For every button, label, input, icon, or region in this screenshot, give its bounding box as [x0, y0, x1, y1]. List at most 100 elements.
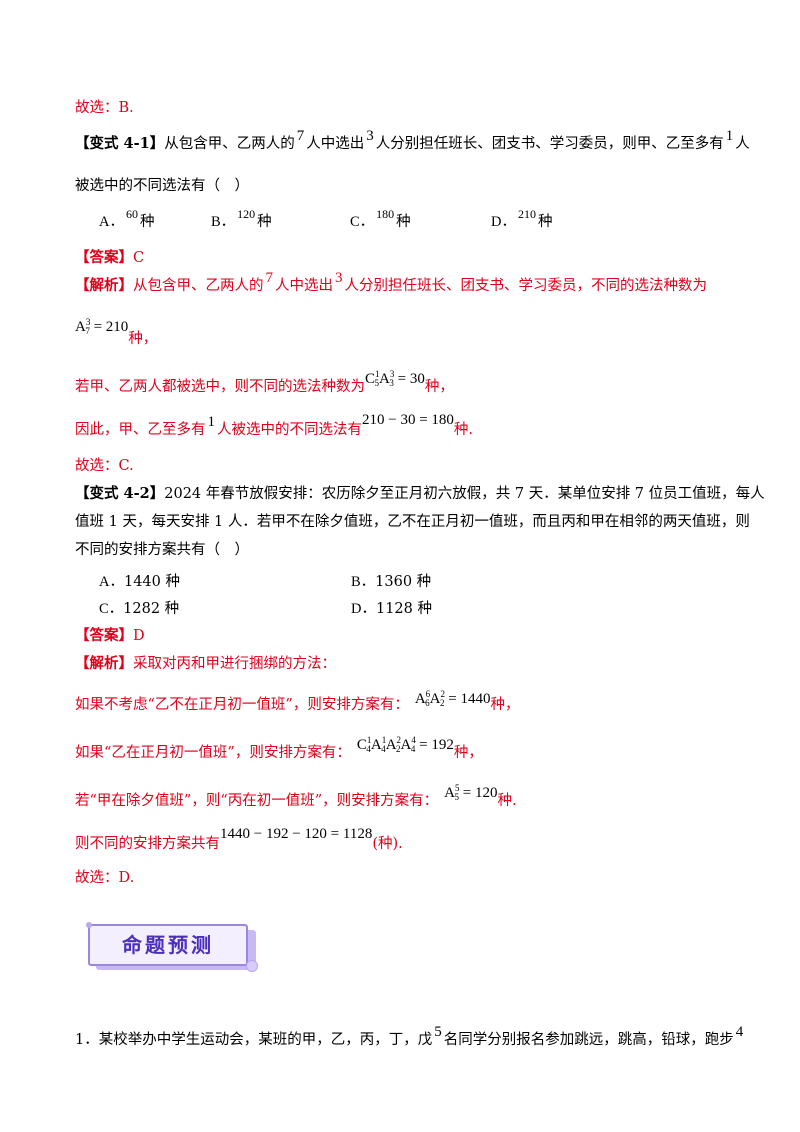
formula-unit: 种， [490, 697, 520, 713]
option-letter: D． [351, 601, 376, 617]
v42-question-line3: 不同的安排方案共有（ ） [75, 542, 249, 558]
formula-unit: 种， [453, 745, 483, 761]
option-value: 210 [517, 207, 536, 221]
analysis-text: 若“甲在除夕值班”，则“丙在初一值班”，则安排方案有： [75, 793, 439, 809]
option-value: 180 [376, 207, 395, 221]
formula-value: 210 − 30 = 180 [362, 412, 454, 428]
v42-option-d: D．1128 种 [351, 597, 432, 618]
prev-conclusion: 故选：B. [75, 100, 134, 116]
analysis-text-b: 人中选出 [275, 278, 333, 294]
v41-question-line2: 被选中的不同选法有（ ） [75, 178, 249, 194]
q1-num-4: 4 [735, 1024, 744, 1040]
v42-answer: 【答案】D [75, 626, 145, 646]
section-title: 命题预测 [88, 924, 248, 966]
v41-num-7: 7 [296, 128, 305, 144]
formula-value: = 30 [397, 371, 425, 387]
analysis-num-3: 3 [335, 270, 343, 286]
v42-option-c: C．1282 种 [99, 597, 179, 618]
option-unit: 种 [139, 214, 155, 230]
analysis-num-1: 1 [207, 414, 216, 430]
v41-q-text-d: 人 [735, 136, 750, 152]
answer-tag: 【答案】 [75, 249, 133, 266]
v42-option-b: B．1360 种 [351, 570, 431, 591]
v41-num-1: 1 [725, 128, 734, 144]
option-letter: B． [211, 214, 236, 230]
option-text: 1282 种 [123, 601, 180, 617]
option-value: 60 [125, 207, 138, 221]
formula-value: = 120 [462, 785, 498, 801]
v42-conclusion: 故选：D. [75, 870, 135, 886]
formula-a73: A37 = 210 [75, 317, 129, 336]
v42-analysis-line1: 【解析】采取对丙和甲进行捆绑的方法： [75, 654, 336, 674]
v42-analysis-line4: 若“甲在除夕值班”，则“丙在初一值班”，则安排方案有： A55 = 120种. [75, 783, 517, 815]
formula-unit: 种， [128, 331, 158, 347]
option-unit: 种 [396, 214, 411, 230]
analysis-text-a: 从包含甲、乙两人的 [133, 278, 264, 294]
q1-text-a: 1．某校举办中学生运动会，某班的甲，乙，丙，丁，戊 [75, 1032, 433, 1048]
answer-tag: 【答案】 [75, 627, 133, 644]
analysis-text-c: 人分别担任班长、团支书、学习委员，不同的选法种数为 [344, 278, 708, 294]
v41-conclusion: 故选：C. [75, 458, 134, 474]
answer-value: D [133, 628, 145, 644]
v41-answer: 【答案】C [75, 248, 144, 268]
option-text: 1360 种 [375, 574, 432, 590]
formula-value: = 192 [419, 737, 454, 753]
option-letter: C． [99, 601, 124, 617]
formula-a66-a22: A66A22 = 1440 [414, 689, 491, 708]
v41-q-text-a: 从包含甲、乙两人的 [164, 136, 295, 152]
v42-option-a: A．1440 种 [99, 570, 180, 591]
analysis-tag: 【解析】 [75, 655, 133, 672]
formula-unit: (种). [372, 836, 403, 852]
formula-value: = 1440 [448, 691, 491, 707]
formula-unit: 种. [453, 422, 474, 438]
option-text: 1128 种 [375, 601, 432, 617]
formula-unit: 种， [424, 379, 454, 395]
formula-c-a: C15A33 = 30 [365, 369, 425, 388]
v41-analysis-line3: 若甲、乙两人都被选中，则不同的选法种数为C15A33 = 30种， [75, 369, 454, 401]
section-title-badge: 命题预测 [86, 922, 258, 972]
q1-text-b: 名同学分别报名参加跳远，跳高，铅球，跑步 [443, 1032, 734, 1048]
v41-num-3: 3 [366, 128, 374, 144]
analysis-num-7: 7 [265, 270, 274, 286]
v42-tag: 【变式 4-2】 [75, 485, 165, 502]
analysis-text: 若甲、乙两人都被选中，则不同的选法种数为 [75, 379, 365, 395]
option-letter: C． [350, 214, 375, 230]
v42-analysis-line2: 如果不考虑“乙不在正月初一值班”，则安排方案有： A66A22 = 1440种， [75, 689, 520, 719]
analysis-text-b: 人被选中的不同选法有 [217, 422, 362, 438]
analysis-text: 则不同的安排方案共有 [75, 836, 220, 852]
option-text: 1440 种 [123, 574, 180, 590]
v42-analysis-line5: 则不同的安排方案共有1440 − 192 − 120 = 1128(种). [75, 826, 403, 854]
q1-num-5: 5 [434, 1024, 442, 1040]
analysis-text: 如果不考虑“乙不在正月初一值班”，则安排方案有： [75, 697, 409, 713]
formula-unit: 种. [497, 793, 517, 809]
v41-q-text-b: 人中选出 [306, 136, 365, 152]
formula-value: = 210 [93, 319, 129, 335]
option-letter: A． [99, 214, 124, 230]
analysis-text: 采取对丙和甲进行捆绑的方法： [133, 656, 336, 672]
option-value: 120 [237, 207, 256, 221]
badge-dot-decor [86, 922, 92, 928]
v41-analysis-line2: A37 = 210种， [75, 317, 158, 347]
analysis-tag: 【解析】 [75, 277, 133, 294]
formula-value: 1440 − 192 − 120 = 1128 [220, 826, 373, 842]
analysis-text: 如果“乙在正月初一值班”，则安排方案有： [75, 745, 351, 761]
answer-value: C [133, 250, 145, 266]
formula-a55: A55 = 120 [444, 783, 498, 802]
option-letter: A． [99, 574, 124, 590]
analysis-text-a: 因此，甲、乙至多有 [75, 422, 206, 438]
question-text: 2024 年春节放假安排：农历除夕至正月初六放假，共 7 天．某单位安排 7 位… [164, 486, 765, 502]
v42-question-line2: 值班 1 天，每天安排 1 人．若甲不在除夕值班，乙不在正月初一值班，而且丙和甲… [75, 514, 750, 530]
v42-question-line1: 【变式 4-2】2024 年春节放假安排：农历除夕至正月初六放假，共 7 天．某… [75, 484, 765, 504]
formula-c-a-a-a: C14A14A22A44 = 192 [356, 735, 454, 754]
option-letter: D． [491, 214, 516, 230]
option-unit: 种 [537, 214, 553, 230]
v42-analysis-line3: 如果“乙在正月初一值班”，则安排方案有： C14A14A22A44 = 192种， [75, 735, 483, 767]
